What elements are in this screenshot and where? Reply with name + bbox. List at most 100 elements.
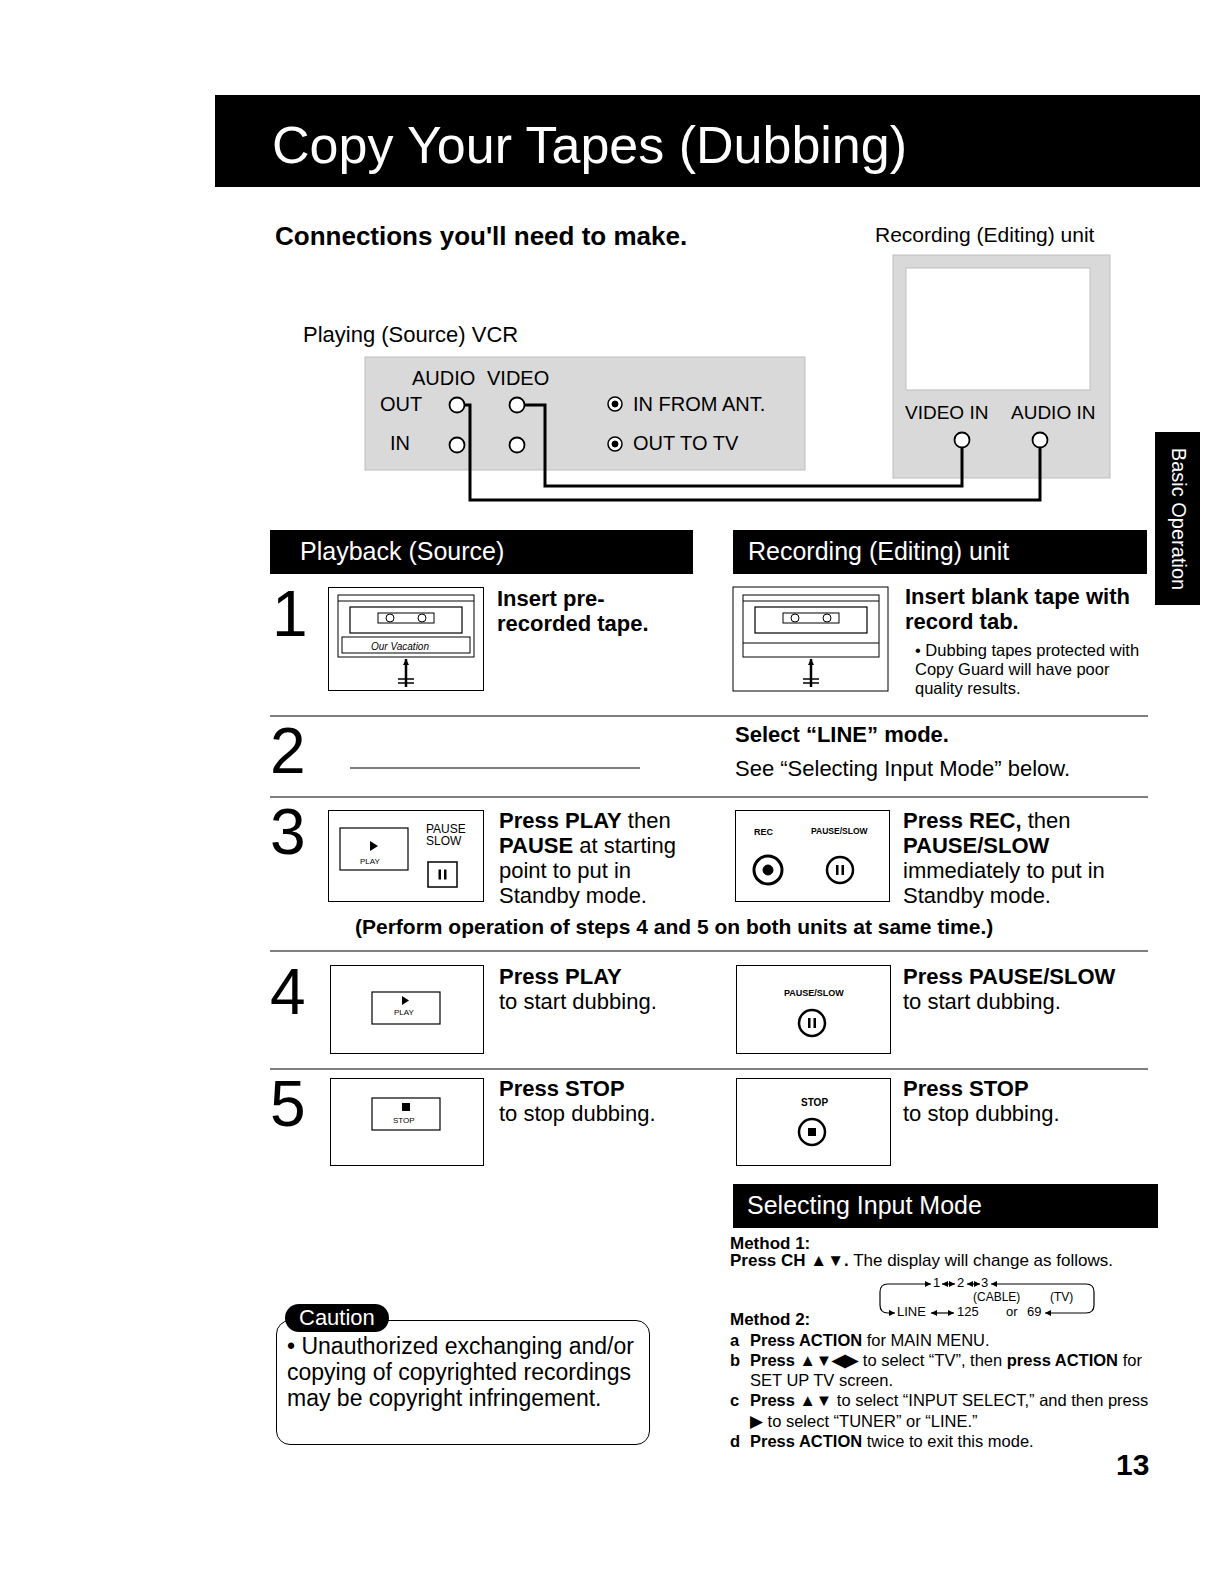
cable xyxy=(525,405,545,470)
step-frame: STOP xyxy=(330,1078,484,1166)
method-step: dPress ACTION twice to exit this mode. xyxy=(730,1431,1155,1451)
channel-value: LINE xyxy=(897,1304,926,1319)
step-instruction: PAUSE/SLOW xyxy=(903,833,1049,858)
vcr-line xyxy=(338,601,474,602)
text-block: Method 2: xyxy=(730,1310,810,1330)
text-block: 4 xyxy=(270,960,306,1024)
step-number: 1 xyxy=(272,578,308,650)
node-text: STOP xyxy=(801,1097,828,1109)
step-frame: RECPAUSE/SLOW xyxy=(735,810,890,902)
stop-button xyxy=(799,1119,825,1145)
text-block: 3 xyxy=(981,1276,988,1291)
step-frame: Our Vacation xyxy=(328,587,484,691)
rca-jack xyxy=(510,438,525,453)
channel-value: 3 xyxy=(981,1275,988,1290)
text-block: 5 xyxy=(270,1072,306,1136)
cassette-reel xyxy=(418,614,426,622)
antenna-jack xyxy=(608,437,622,451)
text-block: IN FROM ANT. xyxy=(633,393,765,416)
vcr-front xyxy=(743,595,879,657)
method-heading: Method 1: xyxy=(730,1234,810,1253)
step-letter: d xyxy=(730,1431,750,1451)
step-frame: PLAYPAUSE SLOW xyxy=(328,810,484,902)
text-block: Press STOPto stop dubbing. xyxy=(499,1076,719,1127)
method-text: Press CH ▲▼. xyxy=(730,1251,849,1270)
cycle-arrow xyxy=(942,1283,955,1284)
cassette-window xyxy=(783,613,839,623)
method-list: aPress ACTION for MAIN MENU.bPress ▲▼◀▶ … xyxy=(730,1330,1155,1451)
channel-value: 2 xyxy=(957,1275,964,1290)
step-instruction: Press STOP xyxy=(499,1076,719,1101)
text-block: Select “LINE” mode. xyxy=(735,722,949,747)
antenna-jack xyxy=(608,397,622,411)
method-heading: Method 2: xyxy=(730,1310,810,1329)
jack-label: VIDEO IN xyxy=(905,402,988,423)
cassette-reel xyxy=(823,614,831,622)
method-text: The display will change as follows. xyxy=(853,1251,1113,1270)
row-rule xyxy=(270,715,1148,716)
channel-value: or xyxy=(1006,1304,1018,1319)
node-text: • Unauthorized exchanging and/or copying… xyxy=(287,1334,639,1411)
rca-jack xyxy=(510,398,525,413)
pause-button xyxy=(799,1010,825,1036)
tv-body xyxy=(893,255,1110,478)
channel-value: 1 xyxy=(933,1275,940,1290)
arrow-tail xyxy=(398,682,414,684)
step-instruction: Insert blank tape with record tab. xyxy=(905,584,1130,634)
text-block: IN xyxy=(390,432,410,455)
step-letter: a xyxy=(730,1331,739,1349)
step-instruction: to stop dubbing. xyxy=(499,1101,719,1126)
text-block: 125 xyxy=(957,1305,979,1320)
text-block: (CABLE) xyxy=(973,1291,1020,1305)
text-block: 1 xyxy=(933,1276,940,1291)
method-text: Press ACTION xyxy=(750,1432,862,1450)
text-block: Insert blank tape with record tab. xyxy=(905,584,1155,635)
title-band xyxy=(215,95,1200,187)
step-number: 4 xyxy=(270,956,306,1028)
stop-symbol xyxy=(402,1103,410,1111)
text-block: 2 xyxy=(957,1276,964,1291)
pause-bar xyxy=(814,1018,817,1028)
vcr-line xyxy=(743,643,879,644)
node-text: PLAY xyxy=(394,1008,414,1017)
text-block: • Dubbing tapes protected with Copy Guar… xyxy=(915,641,1150,698)
cassette xyxy=(755,607,867,633)
node-text: PAUSE SLOW xyxy=(426,823,471,847)
vcr-front xyxy=(338,595,474,657)
text-block: Connections you'll need to make. xyxy=(275,222,687,252)
text-block: LINE xyxy=(897,1305,926,1320)
cable xyxy=(465,405,470,470)
step-instruction: Insert pre-recorded tape. xyxy=(497,586,649,636)
vcr-panel-body xyxy=(365,357,805,470)
tv-screen xyxy=(906,268,1090,390)
text-block: 1 xyxy=(272,582,308,646)
step-frame-illustration xyxy=(733,587,888,691)
text-block: AUDIO IN xyxy=(1011,402,1095,424)
antenna-jack xyxy=(612,401,618,407)
step-instruction: to start dubbing. xyxy=(903,989,1153,1014)
step-instruction: Press STOP xyxy=(903,1076,1153,1101)
text-block: 69 xyxy=(1027,1305,1041,1320)
text-block: Method 1: xyxy=(730,1234,810,1254)
node-text: STOP xyxy=(393,1116,415,1125)
step-instruction: immediately to put in Standby mode. xyxy=(903,858,1105,908)
text-block: 13 xyxy=(1116,1448,1149,1483)
step-number: 5 xyxy=(270,1068,306,1140)
page-number: 13 xyxy=(1116,1448,1149,1481)
method-text: Press ▲▼◀▶ xyxy=(750,1351,858,1369)
step-instruction: Press PAUSE/SLOW xyxy=(903,964,1153,989)
antenna-jack xyxy=(612,441,618,447)
text-block: Press REC, then PAUSE/SLOW immediately t… xyxy=(903,808,1153,908)
step-frame: STOP xyxy=(736,1078,891,1166)
side-tab: Basic Operation xyxy=(1155,432,1200,605)
step-instruction: Press PLAY xyxy=(499,808,622,833)
step-frame: PLAY xyxy=(330,965,484,1054)
play-button xyxy=(372,992,440,1024)
caution-heading: Caution xyxy=(285,1304,389,1332)
text-block: See “Selecting Input Mode” below. xyxy=(735,756,1070,781)
node-text: Playing (Source) VCR xyxy=(303,322,518,347)
sync-note: (Perform operation of steps 4 and 5 on b… xyxy=(355,915,993,938)
step-letter: a xyxy=(730,1330,750,1350)
method-text: to select “TV”, then xyxy=(863,1351,1002,1369)
node-text: REC xyxy=(754,827,773,837)
